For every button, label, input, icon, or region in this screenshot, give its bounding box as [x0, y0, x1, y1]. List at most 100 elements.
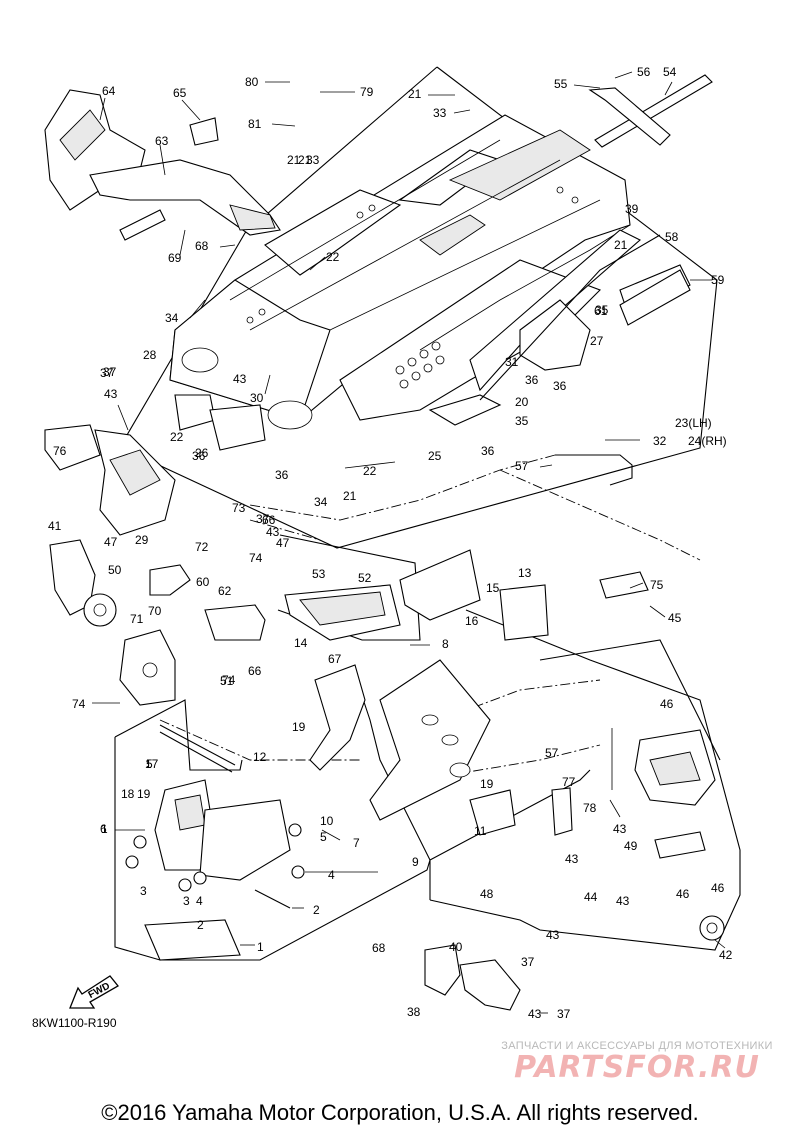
- callout-label: 38: [407, 1005, 421, 1019]
- callout-label: 36: [553, 379, 567, 393]
- callout-label: 15: [486, 581, 500, 595]
- callout-label: 5: [320, 830, 327, 844]
- callout-label: 30: [250, 391, 264, 405]
- callout-label: 75: [650, 578, 664, 592]
- copyright-notice: ©2016 Yamaha Motor Corporation, U.S.A. A…: [101, 1100, 699, 1125]
- callout-label: 24(RH): [688, 434, 727, 448]
- callout-label: 4: [196, 894, 203, 908]
- callout-label: 6: [100, 822, 107, 836]
- watermark-tagline: ЗАПЧАСТИ И АКСЕССУАРЫ ДЛЯ МОТОТЕХНИКИ: [501, 1040, 773, 1052]
- callout-label: 37: [256, 512, 270, 526]
- callout-label: 54: [663, 65, 677, 79]
- callout-label: 37: [100, 366, 114, 380]
- centre-parts: [284, 584, 573, 836]
- callout-label: 43: [613, 822, 627, 836]
- callout-label: 33: [433, 106, 447, 120]
- callout-label: 79: [360, 85, 374, 99]
- callout-label: 74: [222, 673, 236, 687]
- callout-label: 21: [408, 87, 422, 101]
- callout-label: 25: [428, 449, 442, 463]
- callout-label: 40: [449, 940, 463, 954]
- callout-label: 77: [562, 775, 576, 789]
- callout-label: 9: [412, 855, 419, 869]
- callout-label: 74: [72, 697, 86, 711]
- callout-label: 29: [135, 533, 149, 547]
- watermark: ЗАПЧАСТИ И АКСЕССУАРЫ ДЛЯ МОТОТЕХНИКИ PA…: [492, 1040, 782, 1084]
- callout-label: 34: [165, 311, 179, 325]
- callout-label: 43: [565, 852, 579, 866]
- callout-label: 63: [155, 134, 169, 148]
- callout-label: 37: [521, 955, 535, 969]
- callout-label: 27: [590, 334, 604, 348]
- callout-label: 66: [248, 664, 262, 678]
- callout-label: 17: [145, 757, 159, 771]
- callout-label: 57: [545, 746, 559, 760]
- callout-label: 70: [148, 604, 162, 618]
- callout-label: 8: [442, 637, 449, 651]
- callout-label: 35: [595, 303, 609, 317]
- fwd-label: FWD: [87, 981, 112, 1001]
- callout-label: 49: [624, 839, 638, 853]
- callout-label: 23(LH): [675, 416, 712, 430]
- callout-label: 46: [676, 887, 690, 901]
- callout-label: 21: [287, 153, 301, 167]
- upper-right-parts: [479, 74, 713, 401]
- callout-label: 31: [505, 355, 519, 369]
- callout-label: 64: [102, 84, 116, 98]
- callout-label: 11: [474, 824, 487, 838]
- callout-label: 51: [220, 674, 234, 688]
- callout-label: 69: [168, 251, 182, 265]
- callout-label: 72: [195, 540, 209, 554]
- callout-label: 42: [719, 948, 733, 962]
- callout-label: 3: [140, 884, 147, 898]
- callout-label: 3: [183, 894, 190, 908]
- callout-label: 50: [108, 563, 122, 577]
- lower-left-parts: [125, 724, 305, 961]
- callout-label: 12: [253, 750, 267, 764]
- callout-label: 55: [554, 77, 568, 91]
- callout-label: 76: [53, 444, 67, 458]
- callout-label: 26: [195, 446, 209, 460]
- callout-label: 52: [358, 571, 372, 585]
- leader-lines: [92, 71, 726, 1014]
- callout-label: 66: [262, 513, 276, 527]
- callout-label: 80: [245, 75, 259, 89]
- left-side-parts: [44, 394, 266, 706]
- callout-label: 20: [515, 395, 529, 409]
- callout-label: 22: [363, 464, 377, 478]
- callout-label: 36: [481, 444, 495, 458]
- callout-label: 71: [130, 612, 144, 626]
- callout-label: 67: [328, 652, 342, 666]
- callout-label: 53: [312, 567, 326, 581]
- callout-label: 39: [625, 202, 639, 216]
- callout-label: 4: [328, 868, 335, 882]
- callout-label: 36: [525, 373, 539, 387]
- callout-label: 34: [314, 495, 328, 509]
- upper-left-parts: [44, 89, 281, 241]
- callout-label: 2: [313, 903, 320, 917]
- callout-label: 65: [173, 86, 187, 100]
- callout-label: 56: [637, 65, 651, 79]
- callout-label: 57: [515, 459, 529, 473]
- callout-label: 45: [668, 611, 682, 625]
- callout-label: 59: [711, 273, 725, 287]
- callout-label: 22: [170, 430, 184, 444]
- callout-label: 61: [594, 304, 608, 318]
- callout-label: 37: [103, 365, 117, 379]
- callout-label: 21: [614, 238, 628, 252]
- exploded-parts-diagram: 8079816465636869213334222837433026362972…: [44, 65, 741, 1021]
- callout-label: 41: [48, 519, 62, 533]
- diagram-reference-code: 8KW1100-R190: [32, 1016, 117, 1030]
- callout-label: 48: [480, 887, 494, 901]
- callout-label: 28: [143, 348, 157, 362]
- callout-label: 32: [653, 434, 667, 448]
- callout-label: 43: [616, 894, 630, 908]
- callout-label: 46: [660, 697, 674, 711]
- callout-label: 74: [249, 551, 263, 565]
- callout-label: 37: [557, 1007, 571, 1021]
- callout-label: 43: [528, 1007, 542, 1021]
- callout-label: 19: [480, 777, 494, 791]
- callout-label: 22: [326, 250, 340, 264]
- callout-label: 43: [233, 372, 247, 386]
